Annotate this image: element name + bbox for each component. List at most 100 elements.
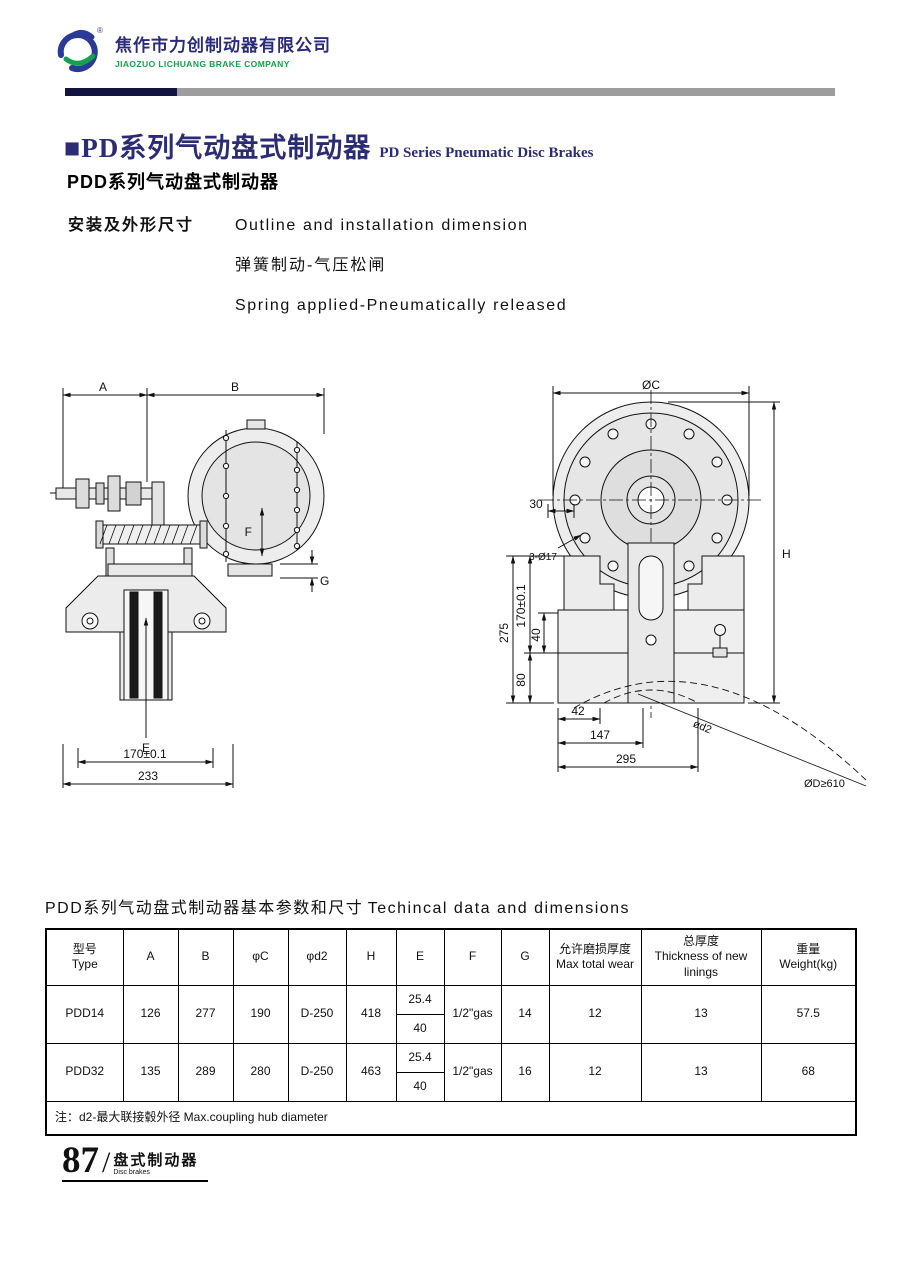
dim-80-label: 80 (514, 673, 528, 687)
table-note: 注：d2-最大联接毂外径 Max.coupling hub diameter (45, 1100, 857, 1135)
page-footer: 87 / 盘式制动器 Disc brakes (62, 1140, 208, 1182)
side-view-labels: A B F G E 170±0.1 233 (99, 380, 329, 783)
dim-od610-label: ØD≥610 (804, 778, 845, 790)
disc-outline-arc (573, 681, 867, 781)
table-note-row: 注：d2-最大联接毂外径 Max.coupling hub diameter (45, 1100, 857, 1135)
section-title: ■PD系列气动盘式制动器 PD Series Pneumatic Disc Br… (64, 126, 593, 165)
table-cell: D-250 (287, 1042, 347, 1102)
table-cell: 14 (500, 984, 550, 1044)
col-header-e: E (395, 928, 445, 986)
header-divider (65, 88, 835, 96)
dim-170-label: 170±0.1 (514, 584, 528, 628)
caliper-front-view (557, 542, 745, 704)
col-header-a: A (122, 928, 179, 986)
table-title: PDD系列气动盘式制动器基本参数和尺寸 Techincal data and d… (45, 894, 630, 918)
side-view-geometry (50, 388, 325, 788)
company-name-cn: 焦作市力创制动器有限公司 (115, 36, 331, 55)
dim-40-label: 40 (529, 628, 543, 642)
table-row: PDD32 135 289 280 D-250 463 25.4 1/2"gas… (45, 1042, 857, 1102)
hub-outline-arc (603, 689, 699, 704)
company-name-block: 焦作市力创制动器有限公司 JIAOZUO LICHUANG BRAKE COMP… (115, 24, 331, 69)
dim-h-label: H (782, 547, 791, 561)
table-cell: 57.5 (760, 984, 857, 1044)
intro-block: 安装及外形尺寸 Outline and installation dimensi… (68, 214, 567, 334)
intro-line-2: 弹簧制动-气压松闸 (235, 257, 387, 274)
table-cell: 40 (395, 1071, 445, 1102)
intro-label-en: Outline and installation dimension (235, 217, 529, 234)
col-header-b: B (177, 928, 234, 986)
table-cell: 280 (232, 1042, 289, 1102)
series-subtitle: PDD系列气动盘式制动器 (67, 172, 280, 192)
table-cell: 12 (548, 1042, 642, 1102)
table-cell: 126 (122, 984, 179, 1044)
intro-label-cn: 安装及外形尺寸 (68, 217, 195, 234)
table-cell: 277 (177, 984, 234, 1044)
section-title-cn: ■PD系列气动盘式制动器 (64, 133, 372, 163)
col-header-wear: 允许磨损厚度 Max total wear (548, 928, 642, 986)
dim-233-label: 233 (138, 769, 158, 783)
table-cell: 12 (548, 984, 642, 1044)
table-cell: PDD14 (45, 984, 124, 1044)
dim-147-label: 147 (590, 728, 610, 742)
table-cell: 13 (640, 984, 762, 1044)
dim-30-label: 30 (529, 497, 543, 511)
page-number: 87 (62, 1140, 99, 1181)
col-header-weight: 重量 Weight(kg) (760, 928, 857, 986)
section-title-en: PD Series Pneumatic Disc Brakes (379, 145, 594, 161)
table-title-en: Techincal data and dimensions (367, 900, 631, 917)
dim-295-label: 295 (616, 752, 636, 766)
col-header-f: F (443, 928, 502, 986)
table-cell: 1/2"gas (443, 1042, 502, 1102)
page-number-slash: / (102, 1146, 111, 1180)
col-header-type: 型号 Type (45, 928, 124, 986)
table-cell: D-250 (287, 984, 347, 1044)
table-cell: 190 (232, 984, 289, 1044)
footer-label-cn: 盘式制动器 (113, 1151, 199, 1169)
table-row: PDD14 126 277 190 D-250 418 25.4 1/2"gas… (45, 984, 857, 1044)
dim-42-label: 42 (571, 704, 585, 718)
air-chamber (187, 419, 325, 577)
spring-pack (95, 520, 208, 577)
table-cell: 68 (760, 1042, 857, 1102)
company-logo: ® (57, 26, 103, 72)
table-cell: 463 (345, 1042, 397, 1102)
table-cell: 25.4 (395, 984, 445, 1015)
table-row-sub: 40 (46, 1013, 856, 1044)
table-cell: 40 (395, 1013, 445, 1044)
col-header-d2: φd2 (287, 928, 347, 986)
front-view-labels: ØC H 30 3-Ø17 275 170±0.1 40 80 42 147 2… (497, 378, 845, 790)
table-cell: 25.4 (395, 1042, 445, 1073)
intro-line-3: Spring applied-Pneumatically released (235, 297, 568, 314)
col-header-h: H (345, 928, 397, 986)
spec-table: 型号 Type A B φC φd2 H E F G 允许磨损厚度 Max to… (45, 928, 857, 1136)
col-header-c: φC (232, 928, 289, 986)
table-header-row: 型号 Type A B φC φd2 H E F G 允许磨损厚度 Max to… (45, 928, 857, 986)
header-divider-accent (65, 88, 177, 96)
table-title-cn: PDD系列气动盘式制动器基本参数和尺寸 (45, 900, 364, 917)
dim-g-label: G (320, 574, 329, 588)
table-cell: 16 (500, 1042, 550, 1102)
table-cell: 13 (640, 1042, 762, 1102)
table-cell: PDD32 (45, 1042, 124, 1102)
table-cell: 289 (177, 1042, 234, 1102)
company-name-en: JIAOZUO LICHUANG BRAKE COMPANY (115, 59, 290, 69)
side-view-drawing: A B F G E 170±0.1 233 (50, 380, 329, 788)
release-shaft (50, 475, 165, 529)
dim-e-label: E (142, 741, 150, 755)
table-cell: 418 (345, 984, 397, 1044)
front-view-drawing: ØC H 30 3-Ø17 275 170±0.1 40 80 42 147 2… (497, 378, 867, 790)
registered-mark: ® (97, 26, 103, 35)
table-row-sub: 40 (46, 1071, 856, 1102)
dim-oc-label: ØC (642, 378, 660, 392)
dim-od2-label: ød2 (691, 718, 713, 736)
dim-f-label: F (245, 525, 252, 539)
col-header-thickness: 总厚度 Thickness of new linings (640, 928, 762, 986)
dim-a-label: A (99, 380, 107, 394)
dim-170-label: 170±0.1 (123, 747, 167, 761)
intro-line-1: 安装及外形尺寸 Outline and installation dimensi… (68, 214, 567, 238)
front-view-geometry (506, 386, 867, 787)
footer-label-en: Disc brakes (113, 1168, 150, 1176)
dim-3o17-label: 3-Ø17 (529, 552, 557, 563)
col-header-g: G (500, 928, 550, 986)
